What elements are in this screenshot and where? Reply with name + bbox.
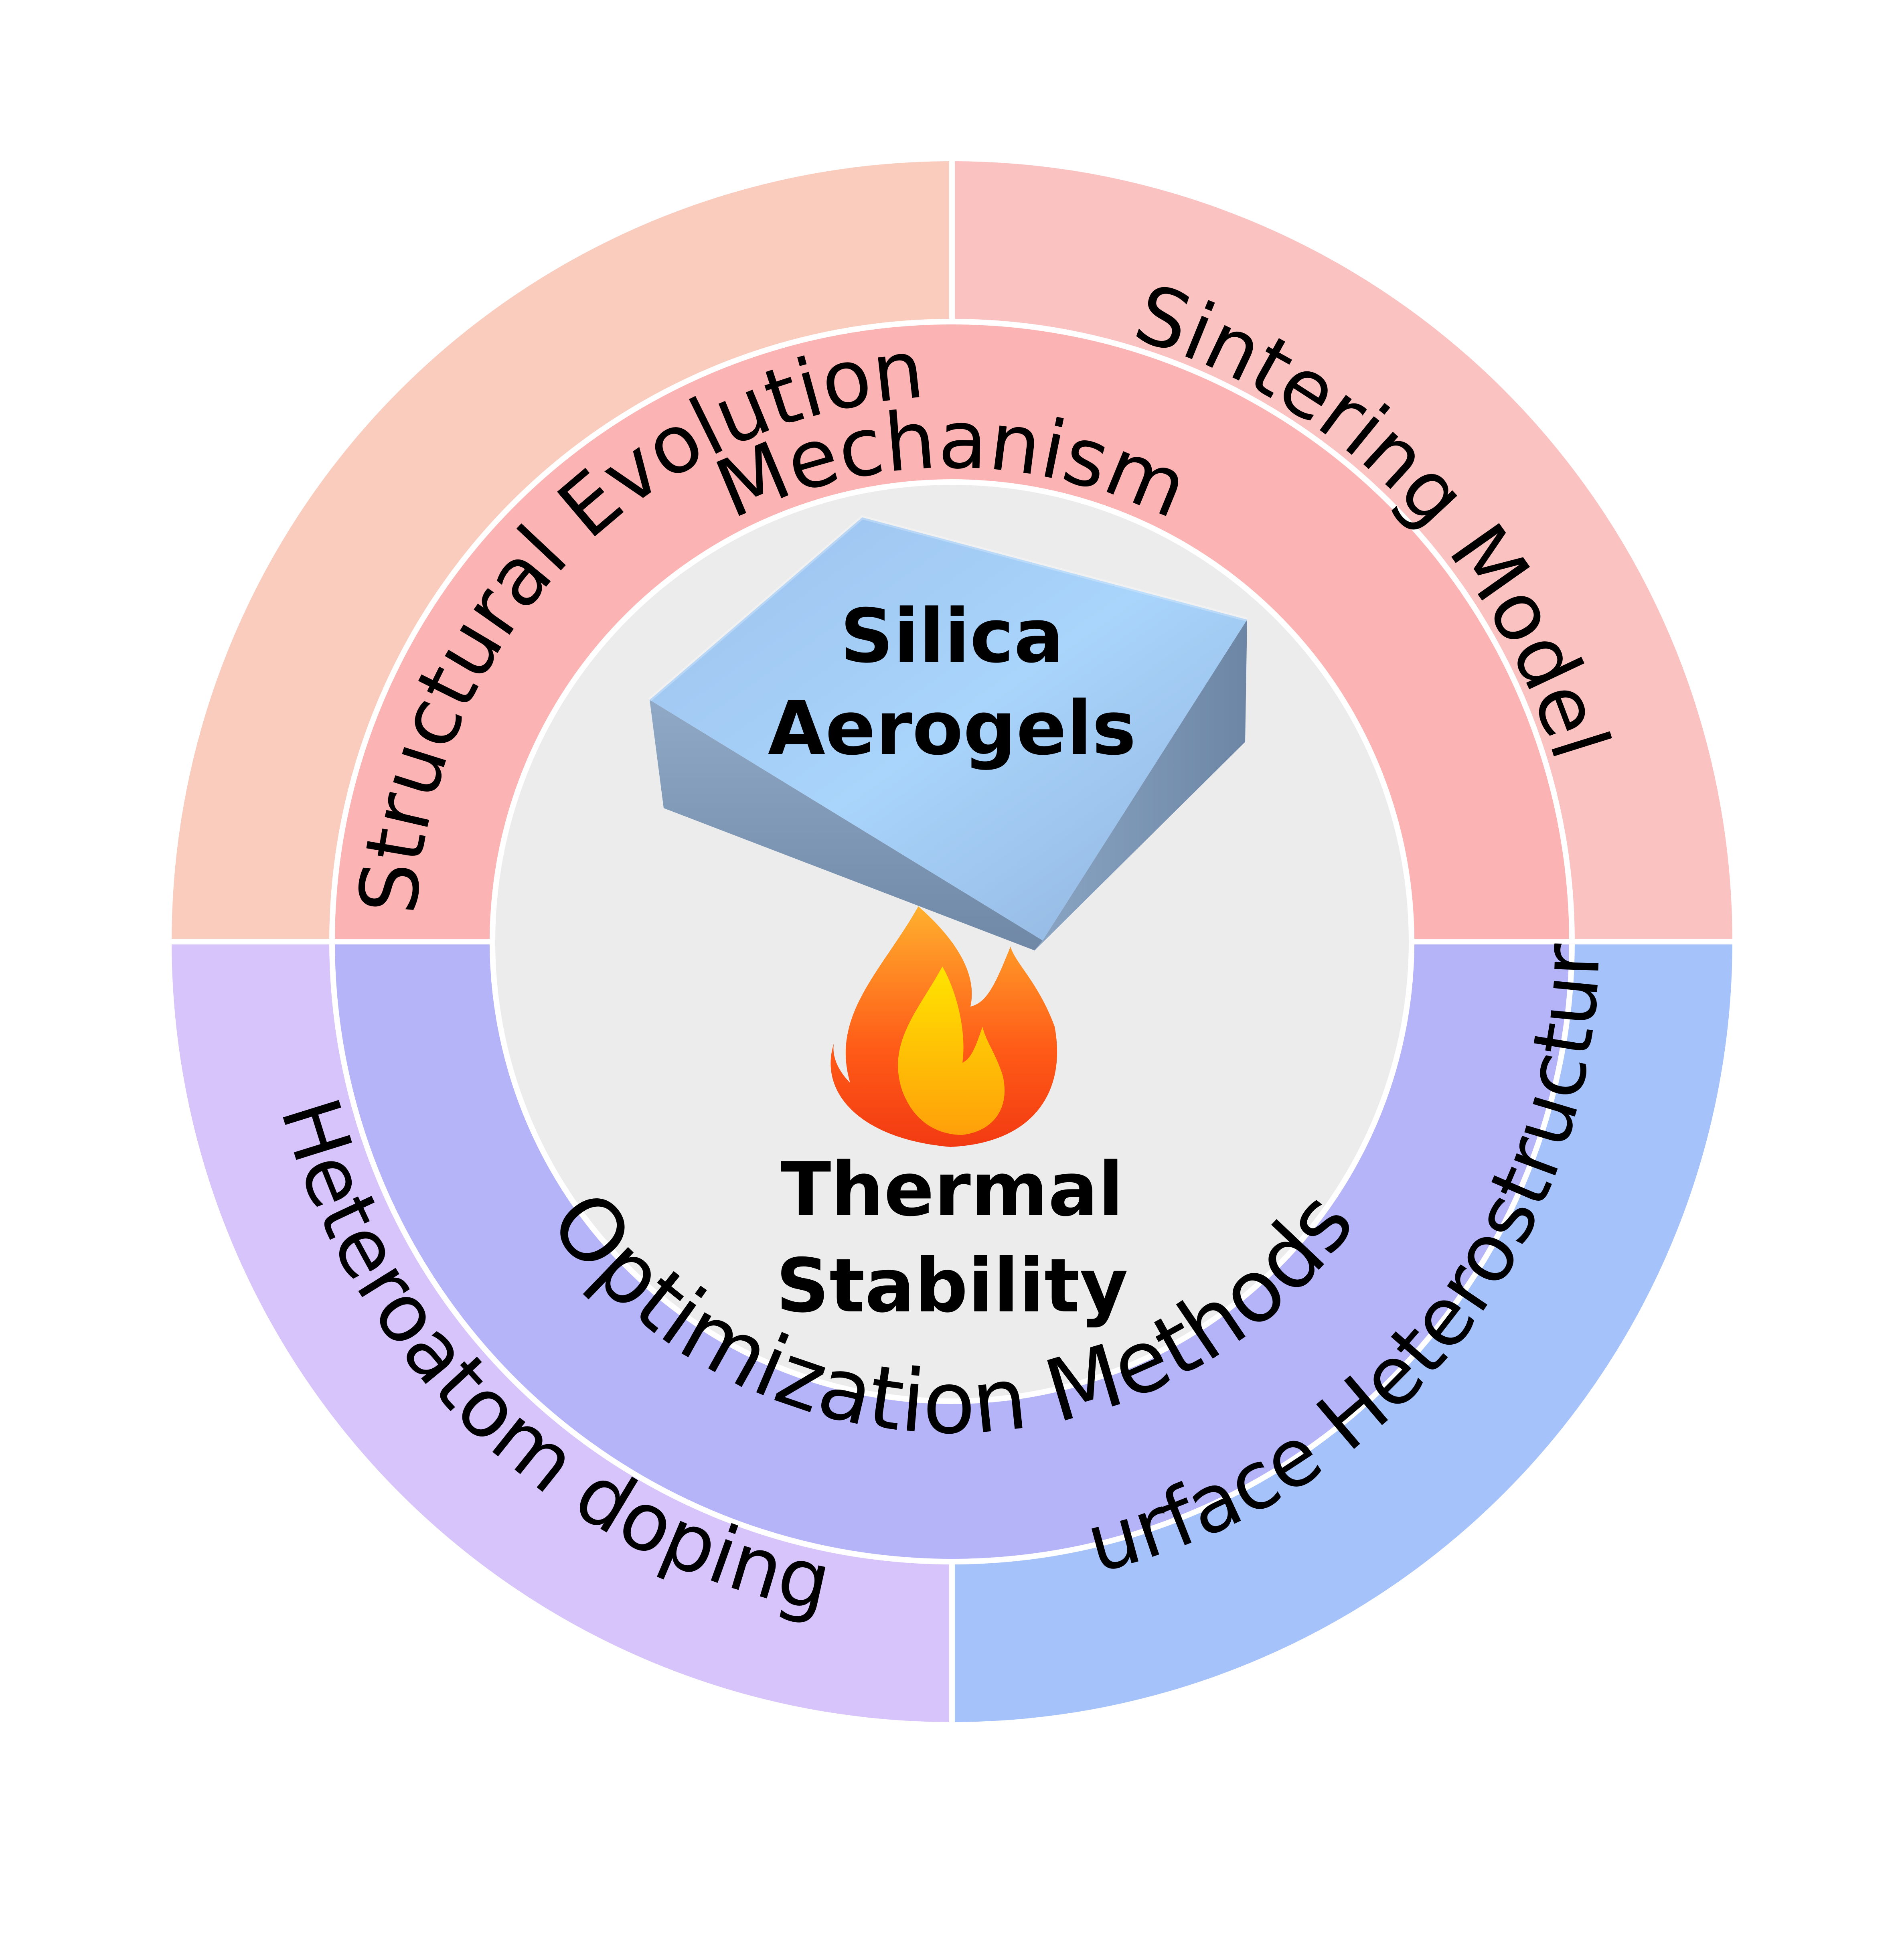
outer-ring-sintering-model — [952, 161, 1732, 942]
ring-dividers — [171, 160, 1733, 1723]
outer-ring-structural-evolution — [172, 161, 952, 942]
thermal-stability-line1: Thermal — [780, 1146, 1124, 1233]
flame-icon — [830, 906, 1057, 1147]
middle-ring-optimization-methods — [332, 942, 1572, 1562]
middle-ring-mechanism — [332, 322, 1572, 942]
outer-ring-heteroatom-doping — [172, 942, 952, 1722]
aerogel-block-icon — [648, 515, 1248, 950]
thermal-stability-line2: Stability — [776, 1242, 1128, 1329]
silica-aerogels-line1: Silica — [840, 593, 1064, 679]
silica-aerogels-line2: Aerogels — [768, 685, 1136, 772]
outer-ring-surface-heterostructure — [952, 942, 1732, 1722]
